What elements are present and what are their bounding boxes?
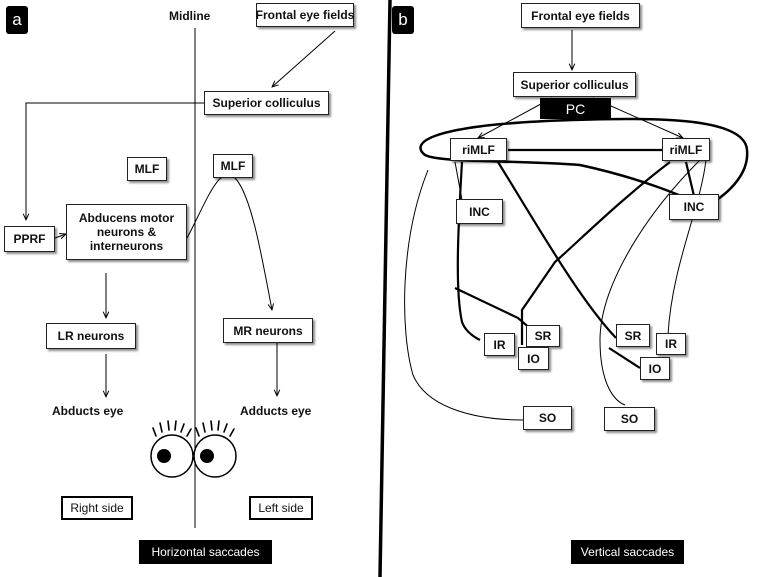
sc-to-pprf-arrow xyxy=(26,102,204,220)
b-ir-right-box: IR xyxy=(656,333,686,355)
b-frontal-eye-fields-box: Frontal eye fields xyxy=(521,3,640,28)
b-sr-left-box: SR xyxy=(526,325,560,347)
panel-a-letter: a xyxy=(6,6,28,34)
a-superior-colliculus-box: Superior colliculus xyxy=(204,91,329,115)
rimlf-right-to-inc-right-line xyxy=(684,161,696,197)
a-mlf-left-box: MLF xyxy=(213,154,253,178)
vertical-saccades-caption: Vertical saccades xyxy=(571,540,684,564)
b-so-left-box: SO xyxy=(523,406,572,430)
inc-left-to-so-left xyxy=(404,169,524,421)
adducts-eye-label: Adducts eye xyxy=(240,404,312,418)
right-side-label: Right side xyxy=(61,496,133,520)
rimlf-right-to-sr-left xyxy=(520,161,671,345)
panel-divider xyxy=(378,0,392,577)
pc-label: PC xyxy=(540,98,611,119)
b-rimlf-left-box: riMLF xyxy=(450,138,507,161)
panel-b-letter: b xyxy=(392,6,414,34)
a-abducens-box: Abducens motor neurons & interneurons xyxy=(66,204,187,260)
b-io-left-box: IO xyxy=(518,347,549,370)
eyes-illustration xyxy=(150,420,237,478)
a-mr-neurons-box: MR neurons xyxy=(223,318,313,343)
a-pprf-box: PPRF xyxy=(4,226,55,252)
fef-to-sc-arrow xyxy=(272,30,336,87)
rimlf-left-to-ir-left xyxy=(456,161,481,341)
b-inc-left-box: INC xyxy=(456,199,503,224)
left-side-label: Left side xyxy=(249,496,313,520)
b-inc-right-box: INC xyxy=(669,194,719,220)
ir-io-branch xyxy=(454,287,533,331)
b-sc-to-rimlf-left-arrow xyxy=(478,97,553,138)
io-right-branch xyxy=(608,347,641,369)
a-lr-neurons-box: LR neurons xyxy=(46,323,136,349)
b-superior-colliculus-box: Superior colliculus xyxy=(513,72,636,97)
pprf-to-abducens-arrow xyxy=(54,234,66,238)
b-rimlf-right-box: riMLF xyxy=(662,138,710,161)
rimlf-right-to-so-right xyxy=(599,159,701,406)
horizontal-saccades-caption: Horizontal saccades xyxy=(139,540,272,564)
b-io-right-box: IO xyxy=(640,357,670,380)
a-frontal-eye-fields-box: Frontal eye fields xyxy=(256,3,354,27)
midline-label: Midline xyxy=(169,9,211,23)
b-sr-right-box: SR xyxy=(616,324,650,347)
rimlf-left-to-sr-right xyxy=(497,161,617,339)
abducts-eye-label: Abducts eye xyxy=(52,404,124,418)
b-so-right-box: SO xyxy=(604,407,655,431)
abducens-to-mr-arrow xyxy=(186,174,272,310)
inc-right-to-ir-right xyxy=(667,159,707,336)
a-mlf-right-box: MLF xyxy=(127,157,167,181)
b-ir-left-box: IR xyxy=(484,333,515,356)
